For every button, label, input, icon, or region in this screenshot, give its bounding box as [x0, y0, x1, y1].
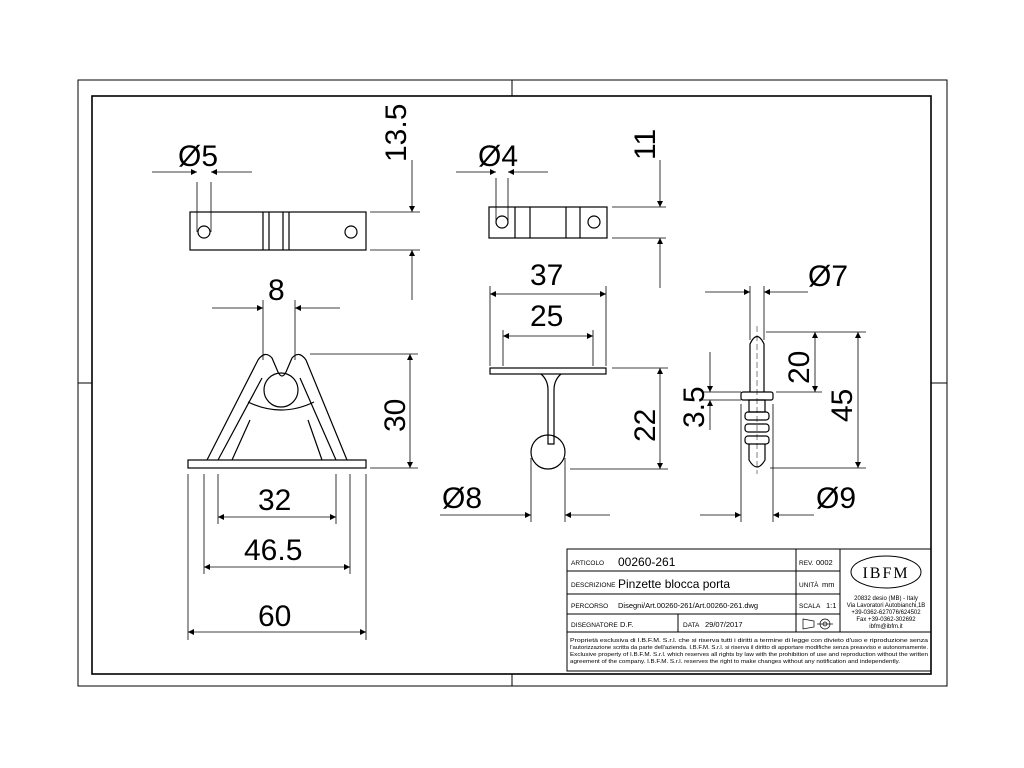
top-mid-plate-view — [488, 206, 608, 239]
dim-pin-upper: 20 — [783, 351, 816, 384]
side-t-view — [489, 367, 607, 470]
dim-side-top-inner: 25 — [530, 300, 563, 333]
dim-top-left — [152, 160, 420, 300]
tb-data-value: 29/07/2017 — [705, 620, 743, 629]
tb-data-label: DATA — [683, 622, 700, 629]
tb-address-5: ibfm@ibfm.it — [869, 624, 903, 630]
tb-rev-label: REV. — [799, 560, 814, 567]
tb-descrizione-value: Pinzette blocca porta — [618, 577, 730, 591]
tb-disegnatore-value: D.F. — [620, 620, 633, 629]
dim-top-mid-hole: Ø4 — [478, 140, 518, 173]
tb-percorso-value: Disegni/Art.00260-261/Art.00260-261.dwg — [618, 601, 758, 610]
tb-note-4: agreement of the company. I.B.F.M. S.r.l… — [570, 659, 900, 665]
tb-percorso-label: PERCORSO — [571, 603, 608, 610]
title-block: ARTICOLO 00260-261 REV. 0002 DESCRIZIONE… — [566, 548, 932, 672]
dim-top-left-hole: Ø5 — [178, 140, 218, 173]
dim-front-gap: 8 — [268, 274, 285, 307]
tb-articolo-label: ARTICOLO — [571, 560, 604, 567]
tb-scala-label: SCALA — [799, 603, 821, 610]
dim-front — [187, 300, 418, 640]
dim-top-mid-height: 11 — [629, 129, 662, 160]
tb-logo: IBFM — [862, 565, 909, 582]
dim-front-height: 30 — [379, 399, 412, 432]
tb-unita-label: UNITÀ — [799, 580, 819, 589]
tb-unita-value: mm — [822, 580, 835, 589]
tb-address-4: Fax +39-0362-302692 — [856, 617, 916, 623]
tb-rev-value: 0002 — [816, 558, 833, 567]
pin-view — [740, 326, 774, 474]
tb-address-3: +39-0362-627076/624502 — [851, 610, 921, 616]
dim-side-height: 22 — [629, 409, 662, 442]
tb-articolo-value: 00260-261 — [618, 555, 676, 569]
dim-pin-total: 45 — [826, 389, 859, 422]
dim-top-left-height: 13.5 — [380, 104, 413, 162]
dim-top-mid — [456, 160, 666, 288]
dim-pin-collar: 3.5 — [678, 386, 711, 428]
tb-address-2: Via Lavoratori Autobianchi,1B — [847, 603, 926, 609]
dim-pin-base: Ø9 — [816, 482, 856, 515]
dim-front-base-total: 60 — [258, 600, 291, 633]
dim-front-base-mid: 46.5 — [244, 534, 302, 567]
top-left-plate-view — [189, 211, 367, 251]
tb-descrizione-label: DESCRIZIONE — [571, 582, 616, 589]
tb-scala-value: 1:1 — [826, 601, 836, 610]
dim-side — [440, 286, 668, 522]
front-clip-view — [187, 353, 367, 469]
tb-disegnatore-label: DISEGNATORE — [571, 622, 618, 629]
dim-side-top-outer: 37 — [530, 259, 563, 292]
dim-side-ball: Ø8 — [442, 482, 482, 515]
tb-note-3: Exclusive property of I.B.F.M. S.r.l. wh… — [570, 652, 928, 658]
projection-symbol-icon — [802, 618, 833, 630]
sheet-frame — [77, 79, 948, 687]
dim-pin — [700, 286, 866, 522]
dim-pin-diameter: Ø7 — [808, 260, 848, 293]
tb-note-2: l'autorizzazione scritta da parte dell'a… — [570, 645, 928, 651]
tb-note-1: Proprietà esclusiva di I.B.F.M. S.r.l. c… — [570, 638, 929, 644]
tb-address-1: 20832 desio (MB) - Italy — [854, 596, 918, 602]
dim-front-base-inner: 32 — [258, 484, 291, 517]
